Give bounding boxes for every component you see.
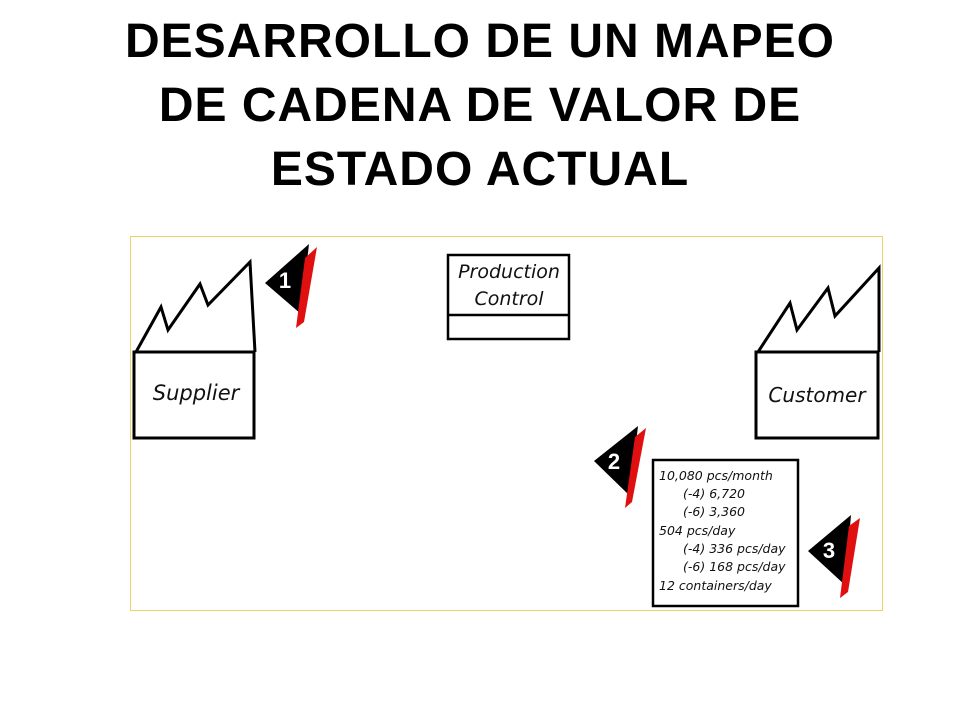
title-line-3: ESTADO ACTUAL xyxy=(270,143,690,196)
production-control-box: Production Control xyxy=(446,253,571,341)
demand-line-2: (-4) 6,720 xyxy=(683,486,745,501)
demand-line-6: (-6) 168 pcs/day xyxy=(683,559,786,574)
step-2-marker-icon: 2 xyxy=(594,426,646,508)
step-3-marker-icon: 3 xyxy=(808,515,860,598)
customer-label: Customer xyxy=(768,383,867,407)
step-1-number: 1 xyxy=(279,268,291,293)
step-1-marker-icon: 1 xyxy=(265,244,317,328)
title-line-1: DESARROLLO DE UN MAPEO xyxy=(124,15,836,68)
step-3-number: 3 xyxy=(823,538,835,563)
supplier-label: Supplier xyxy=(153,381,241,405)
supplier-factory-icon xyxy=(132,258,257,440)
title-line-2: DE CADENA DE VALOR DE xyxy=(158,79,802,132)
slide-title: DESARROLLO DE UN MAPEO DE CADENA DE VALO… xyxy=(0,10,960,202)
production-control-line-2: Control xyxy=(474,288,544,310)
demand-line-5: (-4) 336 pcs/day xyxy=(683,541,786,556)
production-control-line-1: Production xyxy=(458,261,560,283)
step-2-number: 2 xyxy=(608,449,620,474)
demand-line-1: 10,080 pcs/month xyxy=(659,468,773,483)
demand-line-7: 12 containers/day xyxy=(659,578,772,593)
customer-factory-icon xyxy=(754,264,881,440)
demand-data-box: 10,080 pcs/month (-4) 6,720 (-6) 3,360 5… xyxy=(651,458,800,608)
demand-line-3: (-6) 3,360 xyxy=(683,504,745,519)
demand-line-4: 504 pcs/day xyxy=(659,523,736,538)
